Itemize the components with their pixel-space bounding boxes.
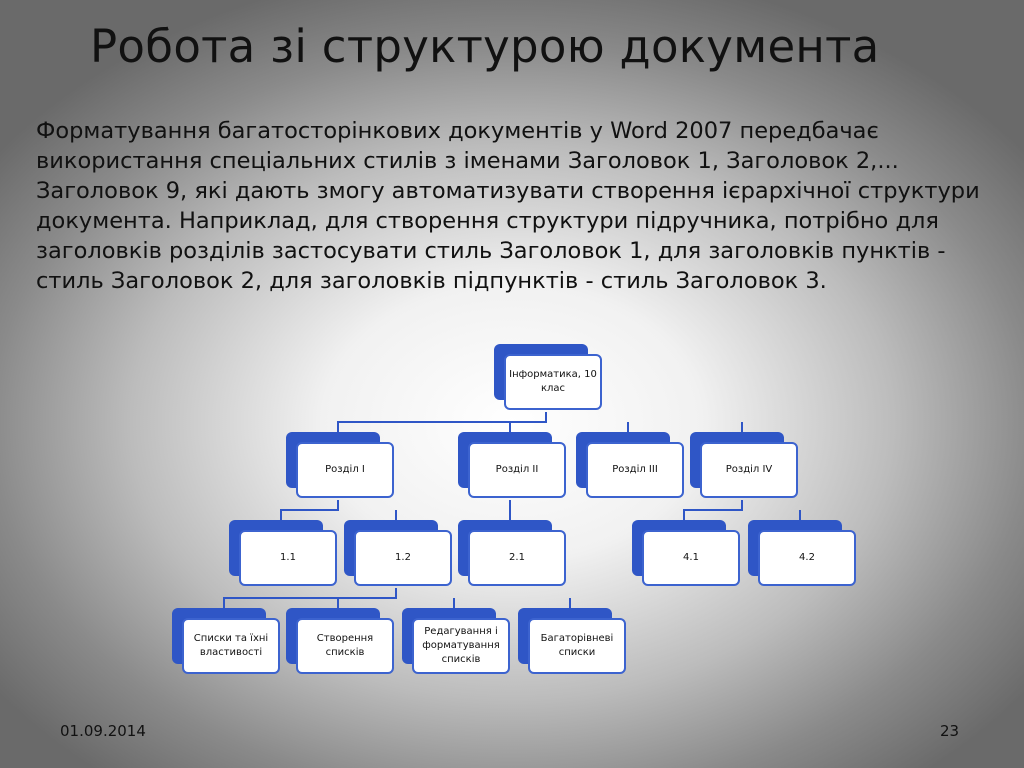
connector-section-1: [280, 500, 397, 520]
footer-date: 01.09.2014: [60, 722, 146, 740]
node-section-2-label: Розділ II: [468, 442, 566, 498]
node-subitem-3-label: Редагування і форматування списків: [412, 618, 510, 674]
connector-section-4: [683, 500, 801, 520]
node-section-4-label: Розділ IV: [700, 442, 798, 498]
node-item-4-1-label: 4.1: [642, 530, 740, 586]
node-item-1-2-label: 1.2: [354, 530, 452, 586]
slide-title: Робота зі структурою документа: [90, 20, 880, 73]
node-section-1-label: Розділ I: [296, 442, 394, 498]
node-subitem-1-label: Списки та їхні властивості: [182, 618, 280, 674]
connector-root: [337, 412, 743, 432]
node-subitem-2-label: Створення списків: [296, 618, 394, 674]
node-section-3-label: Розділ III: [586, 442, 684, 498]
footer-page-number: 23: [940, 722, 960, 740]
node-subitem-4-label: Багаторівневі списки: [528, 618, 626, 674]
node-item-1-1-label: 1.1: [239, 530, 337, 586]
node-item-2-1-label: 2.1: [468, 530, 566, 586]
connector-item-1-2: [223, 588, 571, 608]
slide-paragraph: Форматування багатосторінкових документі…: [36, 118, 980, 294]
node-item-4-2-label: 4.2: [758, 530, 856, 586]
node-root-label: Інформатика, 10 клас: [504, 354, 602, 410]
